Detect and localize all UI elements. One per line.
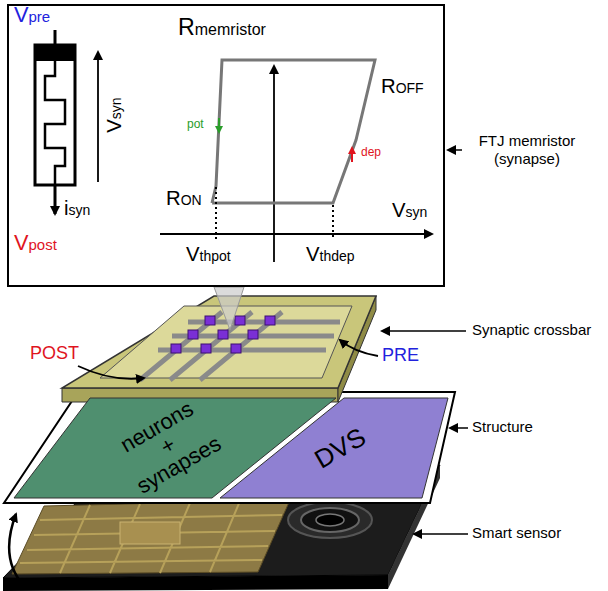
pointer-arrow: [414, 533, 468, 535]
ftj-cell: [205, 316, 215, 325]
pre-line: [158, 322, 340, 350]
threshold-label: Vthdep: [306, 244, 355, 264]
signal-name: Vpre: [14, 4, 50, 26]
threshold-line: [332, 205, 334, 240]
callout-label: FTJ memristor (synapse): [464, 132, 590, 168]
crossbar-chip-top: [62, 296, 376, 388]
hysteresis-curve: [212, 60, 375, 203]
callout-label: Structure: [472, 419, 533, 434]
x-axis: [160, 233, 432, 235]
current-arrow: [54, 185, 57, 214]
pointer-arrow: [448, 149, 462, 151]
state-label: RON: [166, 188, 202, 208]
ftj-cell: [201, 344, 211, 353]
pot-arrow: [218, 118, 220, 132]
pre-pointer: [340, 340, 378, 356]
ftj-cell: [188, 330, 198, 339]
ftj-cell: [171, 344, 181, 353]
chip-die: [12, 500, 290, 574]
ftj-cell: [231, 344, 241, 353]
ftj-cell: [235, 316, 245, 325]
annotation: pot: [187, 118, 204, 130]
dvs-lens: [288, 502, 372, 538]
ftj-cells: [171, 316, 275, 353]
voltage-arrow: [97, 52, 99, 182]
y-axis: [273, 66, 275, 262]
axis-label: Vsyn: [392, 200, 427, 220]
callout-label: Smart sensor: [472, 525, 561, 540]
dvs-lens: [301, 508, 359, 532]
ftj-cell: [265, 316, 275, 325]
structure-layer: [4, 392, 455, 503]
memristor-element: [45, 61, 65, 185]
sensor-board-front: [3, 575, 388, 591]
bus-label: PRE: [382, 346, 419, 364]
pointer-arrow: [382, 330, 466, 332]
signal-name: Vsyn: [104, 97, 124, 132]
threshold-label: Vthpot: [186, 244, 231, 264]
callout-label: Synaptic crossbar: [472, 322, 591, 337]
region-fill: [220, 398, 448, 498]
lift-arrow: [9, 514, 24, 586]
pointer-arrow: [450, 427, 468, 429]
ftj-cell: [248, 330, 258, 339]
dep-arrow: [351, 148, 353, 162]
annotation: dep: [361, 146, 381, 158]
post-pointer: [78, 366, 144, 379]
threshold-line: [215, 187, 217, 240]
memristor-symbol: [35, 45, 75, 185]
dvs-region: DVS: [216, 396, 452, 500]
chip-block: [120, 522, 180, 544]
axis-label: Rmemristor: [178, 16, 266, 39]
ftj-cell: [218, 330, 228, 339]
chip-circuitry: [20, 501, 282, 573]
memristor-band: [35, 45, 75, 61]
post-line: [140, 312, 282, 380]
state-label: ROFF: [381, 76, 424, 96]
zoom-wedge: [214, 287, 244, 330]
dvs-lens: [316, 514, 344, 526]
inset-frame: [8, 5, 444, 286]
signal-name: Vpost: [14, 232, 57, 254]
terminal-wire: [54, 30, 57, 45]
bus-label: POST: [30, 344, 79, 362]
signal-name: isyn: [64, 198, 90, 218]
